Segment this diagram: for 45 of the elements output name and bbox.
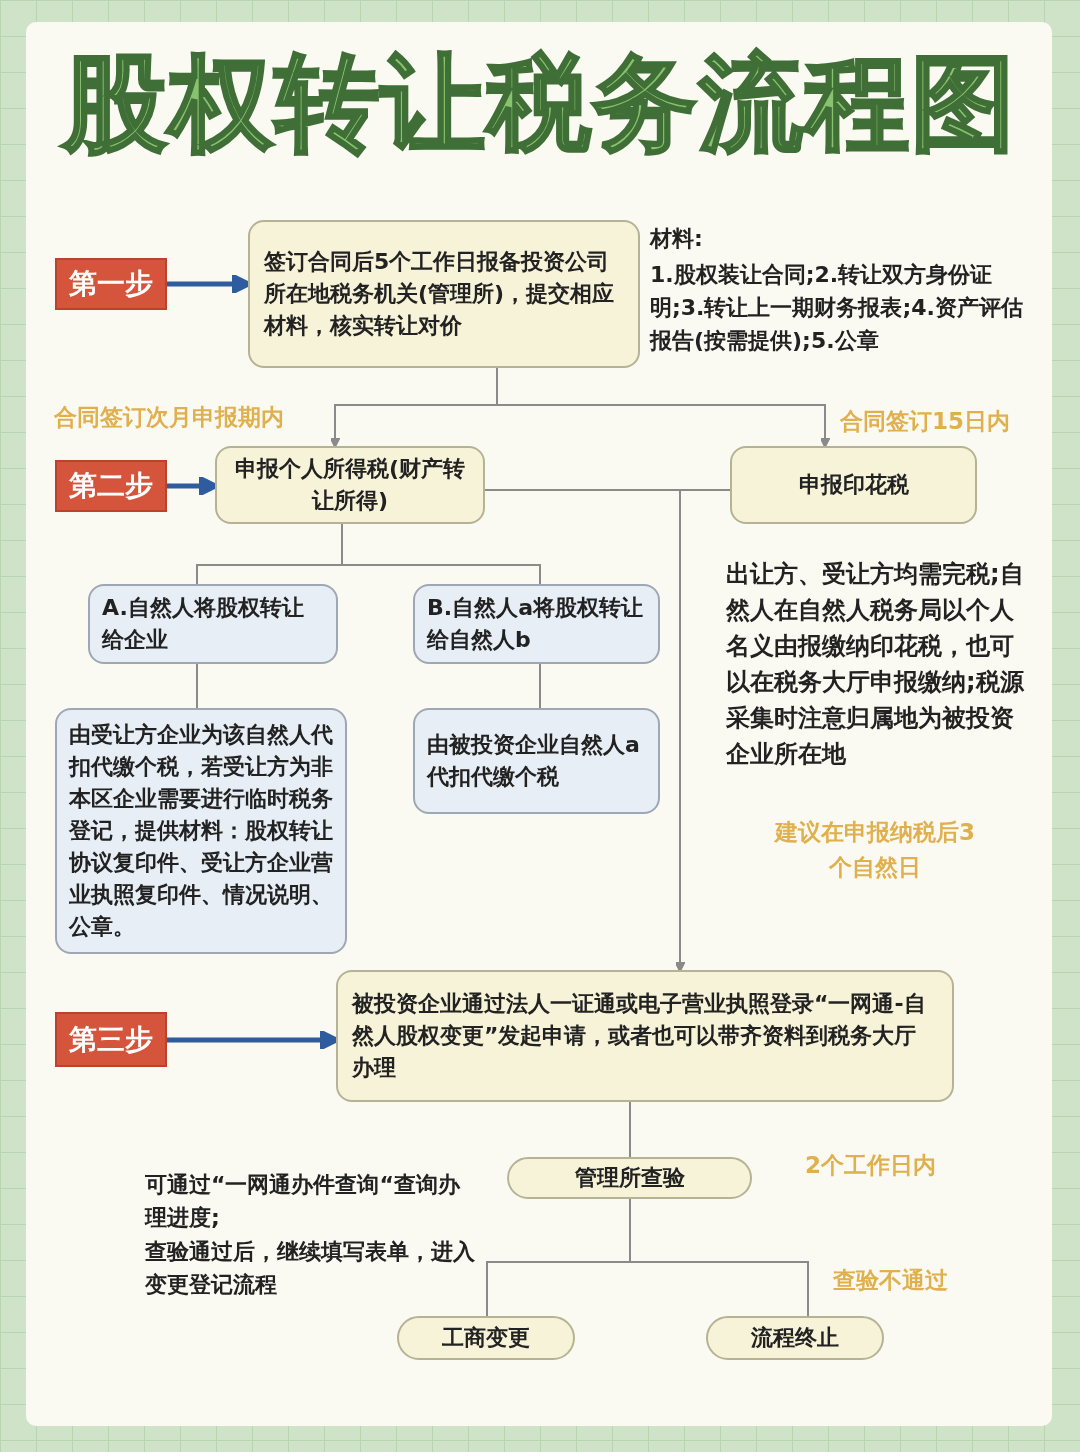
node-text: A.自然人将股权转让给企业 <box>102 594 305 654</box>
process-box <box>730 446 977 524</box>
timing-note: 建议在申报纳税后3个自然日 <box>773 818 976 882</box>
connector-line <box>196 663 198 709</box>
step-badge <box>55 258 167 310</box>
timing-note: 2个工作日内 <box>805 1151 937 1180</box>
materials-heading: 材料: <box>650 225 704 253</box>
progress-note: 查验通过后，继续填写表单，进入变更登记流程 <box>145 1238 475 1299</box>
timing-note: 查验不通过 <box>833 1266 949 1295</box>
process-box <box>248 220 640 368</box>
process-box <box>706 1316 884 1360</box>
connector-line <box>629 1198 809 1317</box>
case-box <box>413 584 660 664</box>
node-text: 被投资企业通过法人一证通或电子营业执照登录“一网通-自然人股权变更”发起申请，或者也可以带齐资料到税务大厅办理 <box>352 990 927 1082</box>
node-text: 工商变更 <box>442 1324 530 1353</box>
step-label: 第三步 <box>69 1021 153 1058</box>
title: 股权转让税务流程图 <box>60 41 1018 166</box>
connector-line <box>539 663 541 709</box>
connector-line <box>341 523 541 585</box>
process-box <box>507 1157 752 1199</box>
node-text: 签订合同后5个工作日报备投资公司所在地税务机关(管理所)，提交相应材料，核实转让对价 <box>264 248 616 340</box>
materials-list: 1.股权装让合同;2.转让双方身份证明;3.转让上一期财务报表;4.资产评估报告(按需提供);5.公章 <box>650 258 1040 357</box>
node-text: 申报个人所得税(财产转让所得) <box>233 455 467 515</box>
timing-note: 合同签订15日内 <box>840 407 1011 436</box>
connector-line <box>629 1101 631 1158</box>
node-text: 由受让方企业为该自然人代扣代缴个税，若受让方为非本区企业需要进行临时税务登记，提供材料：股权转让协议复印件、受让方企业营业执照复印件、情况说明、公章。 <box>69 721 333 941</box>
node-text: 管理所查验 <box>574 1164 685 1193</box>
node-text: 流程终止 <box>751 1324 839 1353</box>
step-label: 第一步 <box>69 266 153 302</box>
case-box <box>55 708 347 954</box>
step-label: 第二步 <box>69 468 153 504</box>
node-text: 由被投资企业自然人a代扣代缴个税 <box>427 731 641 791</box>
progress-note: 可通过“一网通办件查询“查询办理进度; <box>145 1171 461 1232</box>
node-text: B.自然人a将股权转让给自然人b <box>427 594 644 654</box>
case-box <box>413 708 660 814</box>
node-text: 申报印花税 <box>798 471 909 500</box>
stamp-tax-note: 出让方、受让方均需完税;自然人在自然人税务局以个人名义由报缴纳印花税，也可以在税务大厅申报缴纳;税源采集时注意归属地为被投资企业所在地 <box>726 559 1025 770</box>
timing-note: 合同签订次月申报期内 <box>54 403 285 432</box>
process-box <box>336 970 954 1102</box>
process-box <box>215 446 485 524</box>
case-box <box>88 584 338 664</box>
step-badge <box>55 460 167 512</box>
step-badge <box>55 1012 167 1067</box>
arrow <box>674 489 731 972</box>
process-box <box>397 1316 575 1360</box>
